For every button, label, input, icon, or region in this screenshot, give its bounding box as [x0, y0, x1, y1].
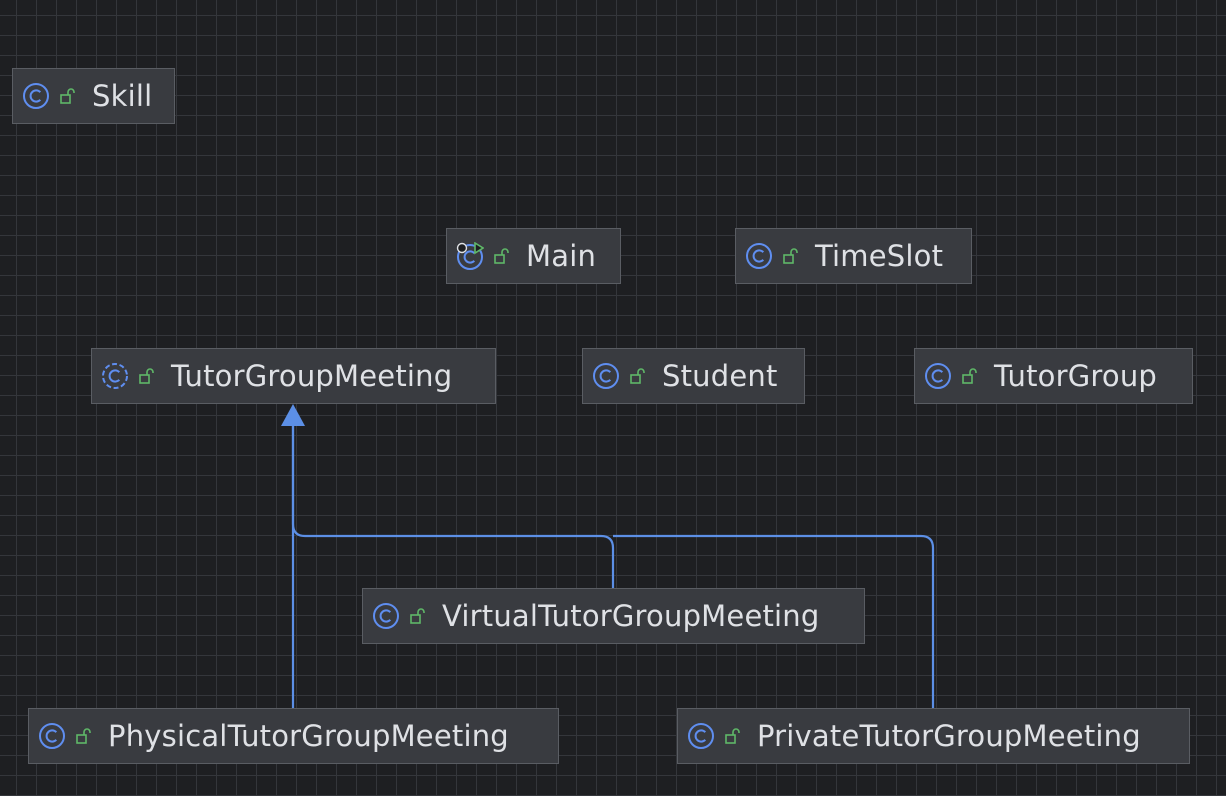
class-name: VirtualTutorGroupMeeting: [442, 599, 820, 633]
class-name: TimeSlot: [815, 239, 944, 273]
class-name: TutorGroup: [994, 359, 1158, 393]
class-name: TutorGroupMeeting: [171, 359, 453, 393]
inheritance-arrowhead: [281, 404, 305, 426]
class-icon: [22, 82, 50, 110]
class-node-virtualtutorgroupmeeting[interactable]: VirtualTutorGroupMeeting: [362, 588, 865, 644]
abstract-class-icon: [101, 362, 129, 390]
public-lock-icon: [781, 246, 801, 266]
public-lock-icon: [960, 366, 980, 386]
public-lock-icon: [492, 246, 512, 266]
public-lock-icon: [74, 726, 94, 746]
class-name: Student: [662, 359, 778, 393]
class-name: Main: [526, 239, 597, 273]
class-node-physicaltutorgroupmeeting[interactable]: PhysicalTutorGroupMeeting: [28, 708, 559, 764]
class-icon: [372, 602, 400, 630]
public-lock-icon: [723, 726, 743, 746]
class-icon: [38, 722, 66, 750]
class-node-tutorgroup[interactable]: TutorGroup: [914, 348, 1193, 404]
class-node-timeslot[interactable]: TimeSlot: [735, 228, 972, 284]
class-icon: [924, 362, 952, 390]
public-lock-icon: [628, 366, 648, 386]
class-node-privatetutorgroupmeeting[interactable]: PrivateTutorGroupMeeting: [677, 708, 1190, 764]
runnable-class-icon: [456, 242, 484, 270]
edge-virtual-to-tutorgroupmeeting: [291, 424, 615, 588]
class-name: PrivateTutorGroupMeeting: [757, 719, 1141, 753]
class-node-skill[interactable]: Skill: [12, 68, 175, 124]
public-lock-icon: [408, 606, 428, 626]
class-icon: [745, 242, 773, 270]
class-icon: [592, 362, 620, 390]
class-icon: [687, 722, 715, 750]
class-name: Skill: [92, 79, 153, 113]
public-lock-icon: [58, 86, 78, 106]
class-node-main[interactable]: Main: [446, 228, 621, 284]
public-lock-icon: [137, 366, 157, 386]
class-node-tutorgroupmeeting[interactable]: TutorGroupMeeting: [91, 348, 496, 404]
class-name: PhysicalTutorGroupMeeting: [108, 719, 509, 753]
class-node-student[interactable]: Student: [582, 348, 805, 404]
